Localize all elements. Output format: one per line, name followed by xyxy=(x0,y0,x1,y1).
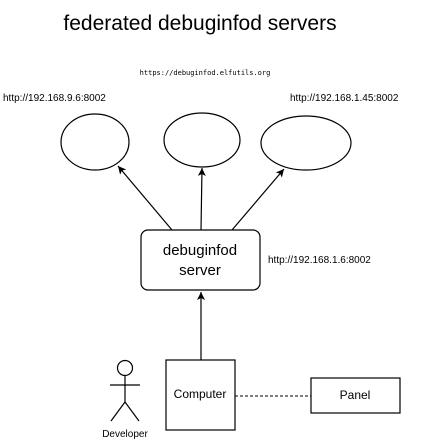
arrow-server-to-federated-1 xyxy=(117,165,173,231)
local-debuginfod-server-node[interactable] xyxy=(140,229,261,291)
arrow-server-to-federated-2 xyxy=(197,167,206,231)
computer-label: Computer xyxy=(174,387,227,401)
federated-server-3-node[interactable] xyxy=(260,115,352,171)
federated-server-3-label: http://192.168.1.45:8002 xyxy=(290,93,399,104)
panel-label: Panel xyxy=(340,388,371,402)
federated-server-1-label: http://192.168.9.6:8002 xyxy=(3,93,106,104)
panel-node[interactable] xyxy=(310,377,401,414)
local-server-url-label: http://192.168.1.6:8002 xyxy=(268,255,371,266)
diagram-title: federated debuginfod servers xyxy=(63,12,336,35)
federated-server-1-node[interactable] xyxy=(60,113,130,171)
upstream-url-label: https://debuginfod.elfutils.org xyxy=(140,69,271,77)
computer-node[interactable] xyxy=(165,359,236,431)
developer-actor-icon xyxy=(110,359,140,422)
federated-server-2-node[interactable] xyxy=(163,112,241,168)
local-server-label-line1: debuginfod xyxy=(163,242,237,259)
local-server-label-line2: server xyxy=(179,262,221,279)
arrow-server-to-federated-3 xyxy=(231,168,285,231)
developer-label: Developer xyxy=(102,429,148,440)
